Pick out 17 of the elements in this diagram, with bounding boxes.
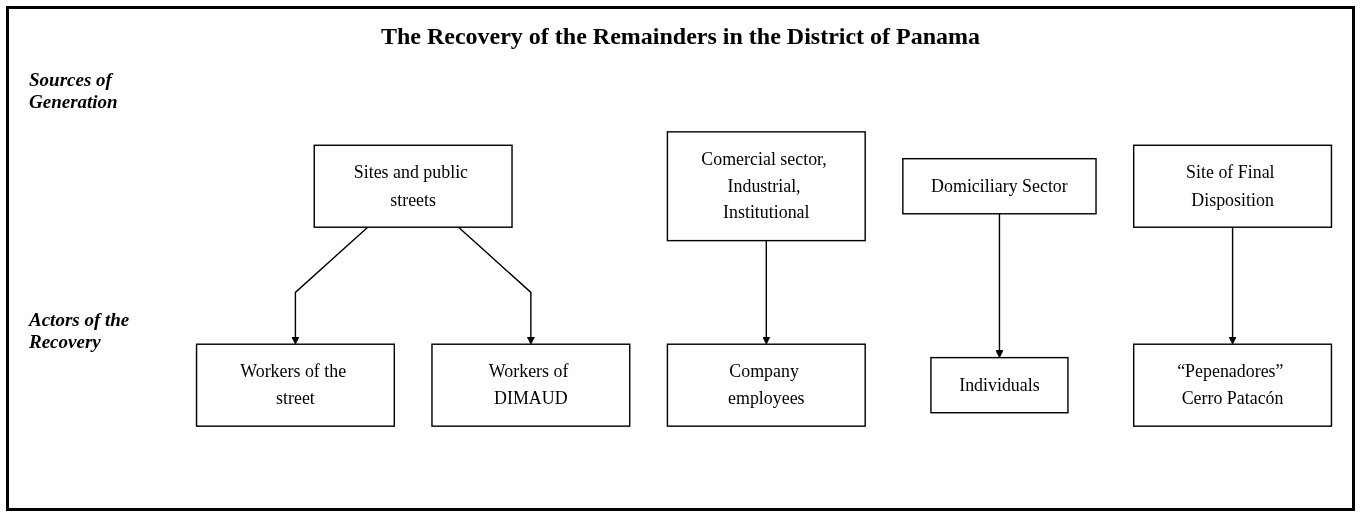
row-label: Actors of the Recovery bbox=[29, 309, 131, 353]
node-box: Individuals bbox=[930, 356, 1069, 414]
node-box: Domiciliary Sector bbox=[902, 158, 1097, 215]
node-box: Sites and public streets bbox=[313, 144, 513, 228]
arrow bbox=[1228, 226, 1237, 345]
arrow bbox=[457, 226, 535, 345]
row-label: Sources of Generation bbox=[29, 69, 119, 113]
node-box: Comercial sector, Industrial, Institutional bbox=[666, 131, 866, 242]
arrow bbox=[291, 226, 369, 345]
diagram-title: The Recovery of the Remainders in the District of Panama bbox=[379, 23, 982, 50]
node-box: Workers of DIMAUD bbox=[431, 343, 631, 427]
arrow bbox=[995, 213, 1004, 358]
node-box: “Pepenadores” Cerro Patacón bbox=[1133, 343, 1333, 427]
node-box: Site of Final Disposition bbox=[1133, 144, 1333, 228]
node-box: Workers of the street bbox=[195, 343, 395, 427]
node-box: Company employees bbox=[666, 343, 866, 427]
arrow bbox=[762, 239, 771, 345]
